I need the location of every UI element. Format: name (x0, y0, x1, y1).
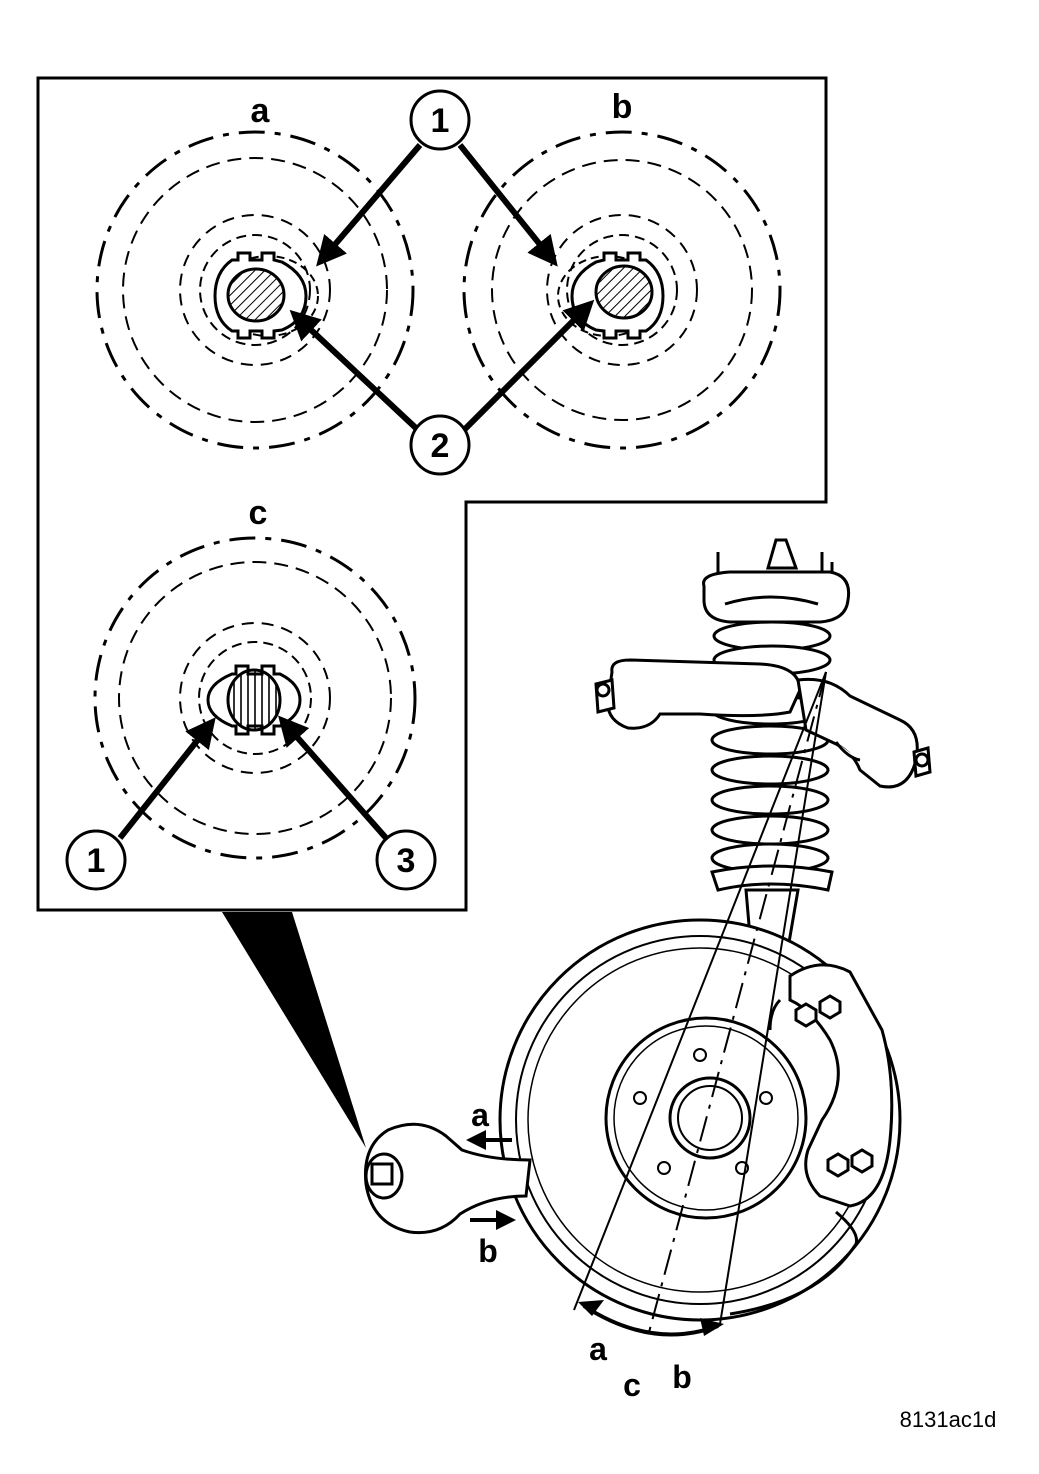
callout-2-label: 2 (431, 427, 450, 465)
lower-control-arm (363, 1122, 532, 1235)
callout-1-bottom-label: 1 (87, 842, 106, 880)
upper-control-arm (594, 658, 932, 789)
callout-3-label: 3 (397, 842, 416, 880)
inset-label-b: b (612, 88, 633, 126)
callout-1-top-label: 1 (431, 102, 450, 140)
figure-code: 8131ac1d (900, 1407, 997, 1432)
camber-label-c: c (623, 1367, 641, 1403)
detail-b-bushing (462, 130, 782, 450)
camber-reference-lines (573, 671, 827, 1337)
inset-label-c: c (249, 494, 268, 532)
camber-label-b: b (672, 1359, 692, 1395)
camber-arrow-b (700, 1318, 724, 1336)
detail-a-bushing (95, 130, 415, 450)
camber-arc (582, 1304, 719, 1337)
callout-1-top: 1 (409, 89, 471, 151)
inset-callout-arrows (117, 143, 595, 840)
callout-2: 2 (409, 414, 471, 476)
camber-label-a: a (589, 1331, 607, 1367)
camber-arrow-a (578, 1300, 604, 1316)
arm-label-b: b (478, 1233, 498, 1269)
inset-pointer-wedge (222, 912, 366, 1148)
callout-1-bottom: 1 (65, 829, 127, 891)
strut-assembly (702, 538, 851, 962)
detail-c-bushing (93, 536, 417, 860)
brake-caliper (768, 963, 894, 1208)
arm-label-a: a (471, 1097, 489, 1133)
inset-label-a: a (251, 92, 271, 130)
callout-3: 3 (375, 829, 437, 891)
